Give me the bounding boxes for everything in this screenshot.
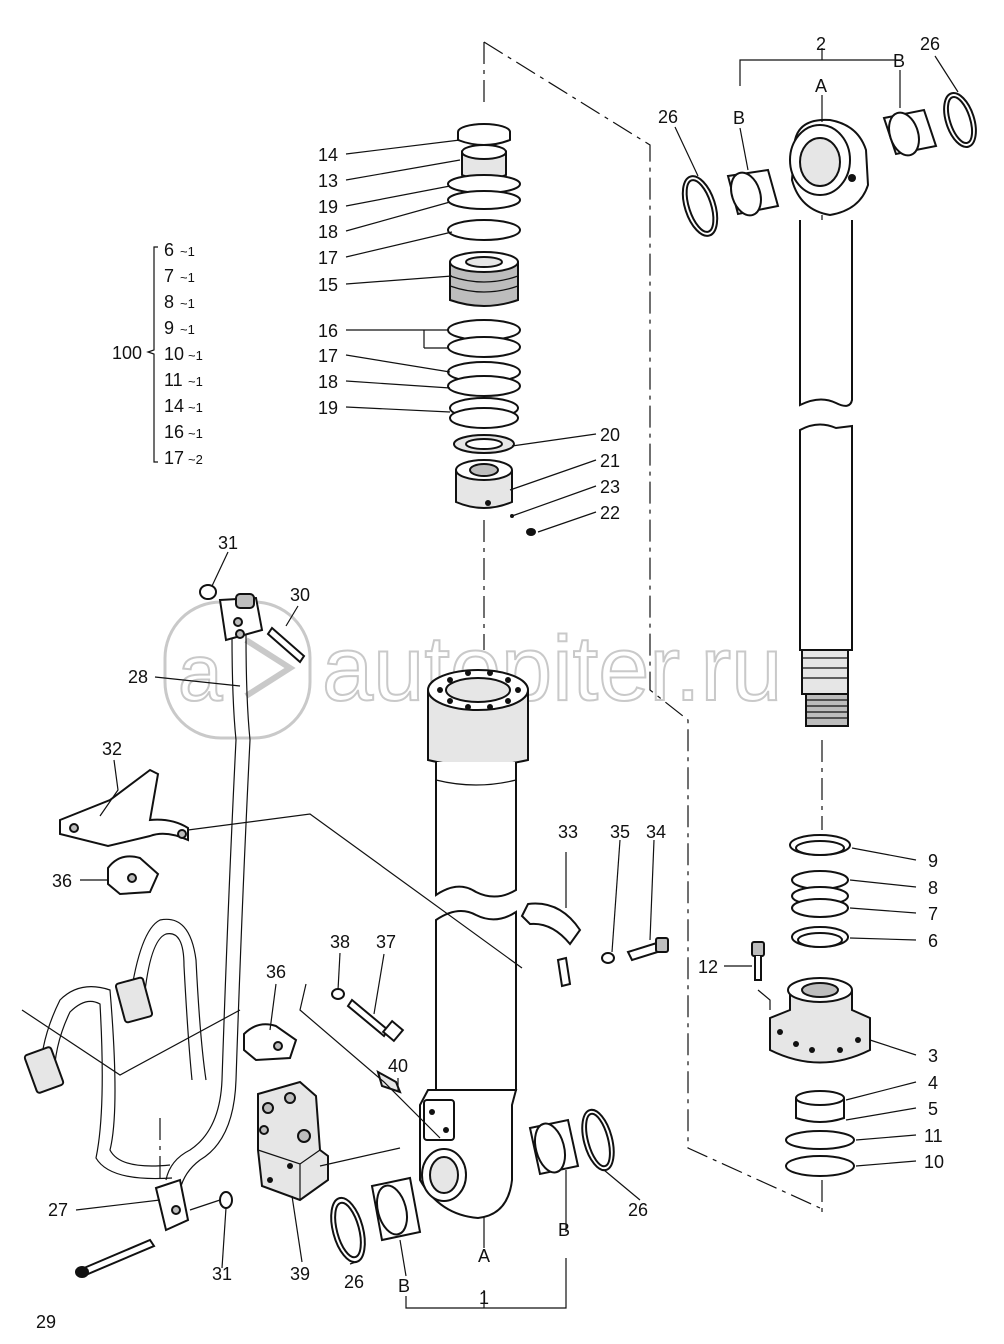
callout-B-top-right: B: [893, 51, 905, 71]
callout-7: 7: [928, 904, 938, 924]
callout-16: 16: [318, 321, 338, 341]
callout-29: 29: [36, 1312, 56, 1332]
callout-26-bottom-right: 26: [628, 1200, 648, 1220]
kit-item-part-8: 8: [164, 292, 174, 312]
callout-10: 10: [924, 1152, 944, 1172]
callout-26-bottom-left: 26: [344, 1272, 364, 1292]
callout-6: 6: [928, 931, 938, 951]
callout-26-top-left: 26: [658, 107, 678, 127]
callout-14: 14: [318, 145, 338, 165]
kit-item-qty-6: ~1: [180, 244, 195, 259]
rod-gland-stack: [447, 123, 536, 536]
callout-2: 2: [816, 34, 826, 54]
kit-items: 6 ~1 7 ~1 8 ~1 9 ~1 10 ~1 11 ~1 14 ~1 16 ~1 17 ~2: [164, 240, 203, 468]
kit-item-qty-17: ~2: [188, 452, 203, 467]
callout-19b: 19: [318, 398, 338, 418]
callout-8: 8: [928, 878, 938, 898]
pin-bushings: [330, 92, 977, 1264]
callout-36-left: 36: [52, 871, 72, 891]
callout-30: 30: [290, 585, 310, 605]
callout-33: 33: [558, 822, 578, 842]
callout-12: 12: [698, 957, 718, 977]
kit-item-part-10: 10: [164, 344, 184, 364]
kit-item-part-17: 17: [164, 448, 184, 468]
callout-31-top: 31: [218, 533, 238, 553]
callout-26-top-right: 26: [920, 34, 940, 54]
kit-item-part-9: 9: [164, 318, 174, 338]
callout-A-top: A: [815, 76, 827, 96]
callout-17b: 17: [318, 346, 338, 366]
svg-text:a: a: [178, 628, 223, 717]
kit-list: 100 6 ~1 7 ~1 8 ~1 9 ~1 10 ~1 11 ~1 14 ~1 16 ~1 17 ~2: [112, 240, 203, 468]
callout-5: 5: [928, 1099, 938, 1119]
callout-3: 3: [928, 1046, 938, 1066]
kit-item-qty-7: ~1: [180, 270, 195, 285]
kit-label: 100: [112, 343, 142, 363]
callout-39: 39: [290, 1264, 310, 1284]
callout-34: 34: [646, 822, 666, 842]
callout-21: 21: [600, 451, 620, 471]
callout-23: 23: [600, 477, 620, 497]
callout-27: 27: [48, 1200, 68, 1220]
kit-item-qty-14: ~1: [188, 400, 203, 415]
kit-item-qty-11: ~1: [188, 374, 203, 389]
kit-item-part-6: 6: [164, 240, 174, 260]
callout-A-bottom: A: [478, 1246, 490, 1266]
kit-item-part-14: 14: [164, 396, 184, 416]
callout-1: 1: [479, 1288, 489, 1308]
kit-item-qty-16: ~1: [188, 426, 203, 441]
callout-B-bottom-left: B: [398, 1276, 410, 1296]
callout-labels: 14 13 19 18 17 15 16 17 18 19 20 21 23 2…: [36, 34, 944, 1332]
callout-40: 40: [388, 1056, 408, 1076]
callout-28: 28: [128, 667, 148, 687]
piping-assembly: [23, 584, 669, 1278]
callout-B-top-left: B: [733, 108, 745, 128]
head-gland-stack: [751, 834, 871, 1177]
leader-lines: [75, 48, 959, 1309]
piston-rod: [789, 118, 870, 727]
callout-11: 11: [924, 1126, 943, 1146]
kit-item-part-7: 7: [164, 266, 174, 286]
callout-20: 20: [600, 425, 620, 445]
callout-18: 18: [318, 222, 338, 242]
callout-18b: 18: [318, 372, 338, 392]
callout-15: 15: [318, 275, 338, 295]
callout-13: 13: [318, 171, 338, 191]
watermark: a autopiter.ru: [163, 600, 783, 740]
kit-item-qty-10: ~1: [188, 348, 203, 363]
callout-B-bottom-right: B: [558, 1220, 570, 1240]
callout-36-mid: 36: [266, 962, 286, 982]
callout-19: 19: [318, 197, 338, 217]
callout-32: 32: [102, 739, 122, 759]
kit-item-part-11: 11: [164, 370, 183, 390]
callout-17: 17: [318, 248, 338, 268]
callout-22: 22: [600, 503, 620, 523]
watermark-text: autopiter.ru: [322, 618, 782, 720]
callout-9: 9: [928, 851, 938, 871]
callout-4: 4: [928, 1073, 938, 1093]
callout-31-bottom: 31: [212, 1264, 232, 1284]
callout-37: 37: [376, 932, 396, 952]
kit-item-part-16: 16: [164, 422, 184, 442]
kit-item-qty-8: ~1: [180, 296, 195, 311]
callout-38: 38: [330, 932, 350, 952]
kit-item-qty-9: ~1: [180, 322, 195, 337]
cylinder-barrel: [419, 669, 529, 1220]
assembly-guide-lines: [21, 813, 771, 1211]
callout-35: 35: [610, 822, 630, 842]
